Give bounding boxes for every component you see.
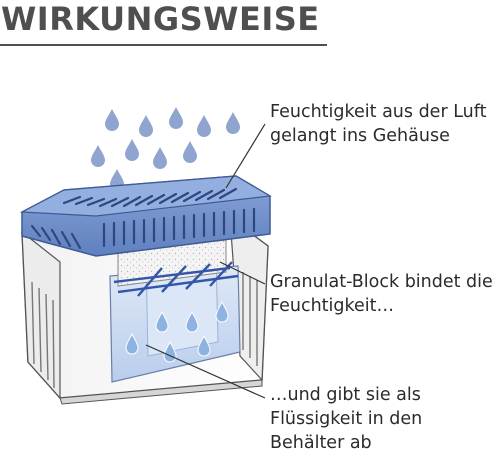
label-line: gelangt ins Gehäuse <box>270 126 450 146</box>
droplet <box>125 139 139 161</box>
label-line: …und gibt sie als <box>270 385 421 405</box>
label-line: Flüssigkeit in den <box>270 409 423 429</box>
droplet <box>153 147 167 169</box>
label-line: Feuchtigkeit aus der Luft <box>270 102 487 122</box>
droplet <box>226 112 240 134</box>
title-underline <box>0 44 327 46</box>
droplet <box>139 115 153 137</box>
leader-lines <box>145 123 266 399</box>
label-line: Feuchtigkeit… <box>270 296 395 316</box>
droplet <box>183 141 197 163</box>
droplet <box>91 145 105 167</box>
leader-line-2 <box>219 261 266 285</box>
label-air-moisture: Feuchtigkeit aus der Luft gelangt ins Ge… <box>270 100 486 148</box>
label-line: Behälter ab <box>270 433 372 453</box>
label-line: Granulat-Block bindet die <box>270 272 493 292</box>
leader-line-1 <box>225 123 266 189</box>
droplet <box>105 109 119 131</box>
container-lid <box>19 175 272 257</box>
droplet <box>169 107 183 129</box>
label-granulate-block: Granulat-Block bindet die Feuchtigkeit… <box>270 270 493 318</box>
leader-line-3 <box>145 344 266 399</box>
page-title: WIRKUNGSWEISE <box>1 0 320 38</box>
label-liquid-release: …und gibt sie als Flüssigkeit in den Beh… <box>270 383 422 455</box>
droplet <box>197 115 211 137</box>
